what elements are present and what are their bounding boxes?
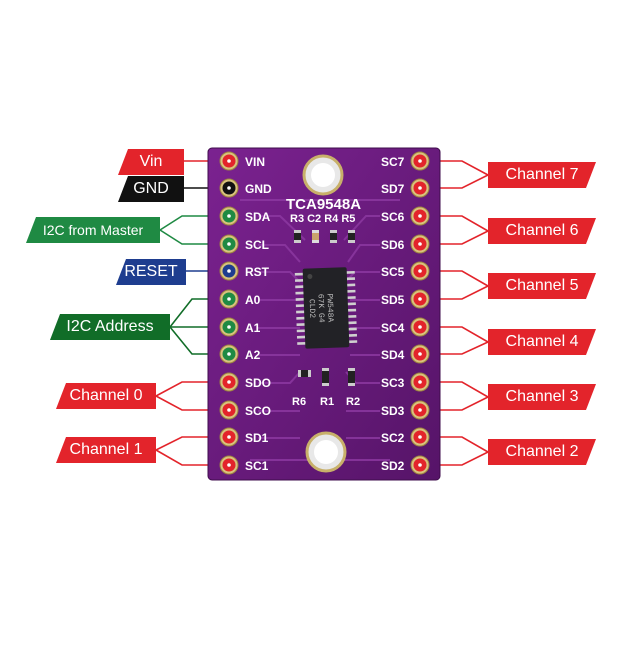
- pin-label-rst: RST: [245, 265, 269, 279]
- tca9548a-chip: [294, 267, 358, 349]
- pad-left-1: [219, 178, 239, 198]
- pad-left-9: [219, 400, 239, 420]
- pin-label-vin: VIN: [245, 155, 266, 169]
- pad-right-10: [410, 427, 430, 447]
- label-gnd: GND: [118, 176, 184, 202]
- pin-label-sc4: SC4: [381, 321, 405, 335]
- pin-label-sc3: SC3: [381, 376, 405, 390]
- pin-label-sd0: SDO: [245, 376, 272, 390]
- chip-marking-line3: CLD2: [306, 298, 317, 319]
- pin-label-sc7: SC7: [381, 155, 405, 169]
- pad-left-7: [219, 344, 239, 364]
- pin-label-sc2: SC2: [381, 431, 405, 445]
- pin-label-gnd: GND: [245, 182, 272, 196]
- pin-pads: [219, 151, 430, 475]
- label-reset: RESET: [116, 259, 186, 285]
- pin-label-sda: SDA: [245, 210, 271, 224]
- pin-label-sd3: SD3: [381, 404, 405, 418]
- pad-left-3: [219, 234, 239, 254]
- label-channel-7: Channel 7: [488, 162, 596, 188]
- chip-marking-line1: PW548A: [324, 293, 335, 323]
- pin-label-sd2: SD2: [381, 459, 405, 473]
- pin-label-sd5: SD5: [381, 293, 405, 307]
- chip-marking-line2: 67K G4: [315, 293, 326, 323]
- pin-label-a0: A0: [245, 293, 261, 307]
- pad-left-8: [219, 372, 239, 392]
- pad-left-11: [219, 455, 239, 475]
- pin-label-sc6: SC6: [381, 210, 405, 224]
- component-label-r6: R6: [292, 396, 307, 408]
- pad-right-2: [410, 206, 430, 226]
- component-label-top: R3 C2 R4 R5: [290, 213, 356, 225]
- pad-right-8: [410, 372, 430, 392]
- label-i2c-address: I2C Address: [50, 314, 170, 340]
- label-channel-2: Channel 2: [488, 439, 596, 465]
- pad-left-4: [219, 261, 239, 281]
- leader-lines: [155, 160, 489, 466]
- pin-label-sc1: SC1: [245, 459, 269, 473]
- pin-label-sc0: SCO: [245, 404, 272, 418]
- pin-label-sd6: SD6: [381, 238, 405, 252]
- pin-label-sc5: SC5: [381, 265, 405, 279]
- pad-left-0: [219, 151, 239, 171]
- pin-label-sd4: SD4: [381, 348, 405, 362]
- label-i2c-from-master: I2C from Master: [26, 217, 160, 243]
- smd-components-top: [294, 230, 355, 243]
- pin-label-scl: SCL: [245, 238, 269, 252]
- pin-label-sd7: SD7: [381, 182, 405, 196]
- label-vin: Vin: [118, 149, 184, 175]
- pin-label-sd1: SD1: [245, 431, 269, 445]
- pad-left-10: [219, 427, 239, 447]
- label-channel-3: Channel 3: [488, 384, 596, 410]
- pad-right-0: [410, 151, 430, 171]
- pad-right-6: [410, 317, 430, 337]
- pad-right-9: [410, 400, 430, 420]
- pad-left-5: [219, 289, 239, 309]
- label-channel-0: Channel 0: [56, 383, 156, 409]
- pad-right-11: [410, 455, 430, 475]
- pad-right-5: [410, 289, 430, 309]
- chip-marking: PW548A 67K G4 CLD2: [307, 284, 335, 333]
- label-channel-4: Channel 4: [488, 329, 596, 355]
- smd-components-bottom: [298, 368, 355, 386]
- board-title: TCA9548A: [286, 196, 362, 213]
- pin-label-a1: A1: [245, 321, 261, 335]
- pad-left-6: [219, 317, 239, 337]
- component-label-r2: R2: [346, 396, 361, 408]
- pad-right-7: [410, 344, 430, 364]
- label-channel-1: Channel 1: [56, 437, 156, 463]
- pad-right-4: [410, 261, 430, 281]
- label-channel-6: Channel 6: [488, 218, 596, 244]
- component-label-r1: R1: [320, 396, 335, 408]
- pin-label-a2: A2: [245, 348, 261, 362]
- pad-right-3: [410, 234, 430, 254]
- pad-left-2: [219, 206, 239, 226]
- label-channel-5: Channel 5: [488, 273, 596, 299]
- pad-right-1: [410, 178, 430, 198]
